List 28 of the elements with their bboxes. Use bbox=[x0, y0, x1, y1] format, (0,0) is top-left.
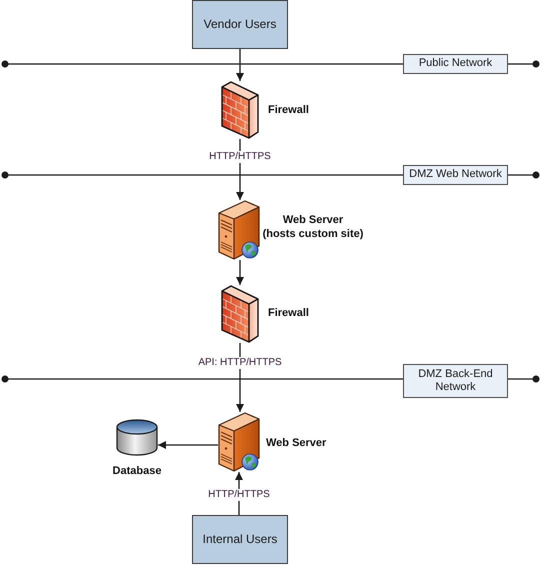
database-icon bbox=[116, 419, 158, 456]
arrow bbox=[158, 441, 218, 449]
web-server-icon bbox=[218, 412, 260, 472]
node-label: Firewall bbox=[268, 306, 309, 320]
firewall-icon bbox=[221, 81, 259, 139]
edge-label: HTTP/HTTPS bbox=[207, 151, 273, 163]
network-label-box: DMZ Back-End Network bbox=[403, 364, 508, 398]
network-line bbox=[2, 172, 403, 178]
network-line bbox=[508, 172, 540, 178]
firewall-icon bbox=[221, 285, 259, 343]
edge-label: API: HTTP/HTTPS bbox=[196, 357, 284, 369]
node-label: Database bbox=[112, 464, 162, 478]
node-label: Web Server bbox=[266, 436, 326, 450]
network-line bbox=[508, 376, 540, 382]
node-label: (hosts custom site) bbox=[262, 227, 364, 241]
node-label: Firewall bbox=[268, 103, 309, 117]
network-line bbox=[2, 376, 403, 382]
network-line bbox=[2, 60, 403, 68]
edge-label: HTTP/HTTPS bbox=[206, 489, 272, 501]
network-label-box: DMZ Web Network bbox=[403, 165, 508, 185]
arrow bbox=[236, 260, 244, 285]
user-group-box: Internal Users bbox=[192, 515, 288, 564]
network-line bbox=[508, 60, 540, 68]
user-group-box: Vendor Users bbox=[192, 0, 288, 49]
network-label-box: Public Network bbox=[403, 54, 508, 74]
arrow bbox=[236, 49, 244, 81]
node-label: Web Server bbox=[282, 213, 344, 227]
web-server-icon bbox=[218, 200, 260, 260]
